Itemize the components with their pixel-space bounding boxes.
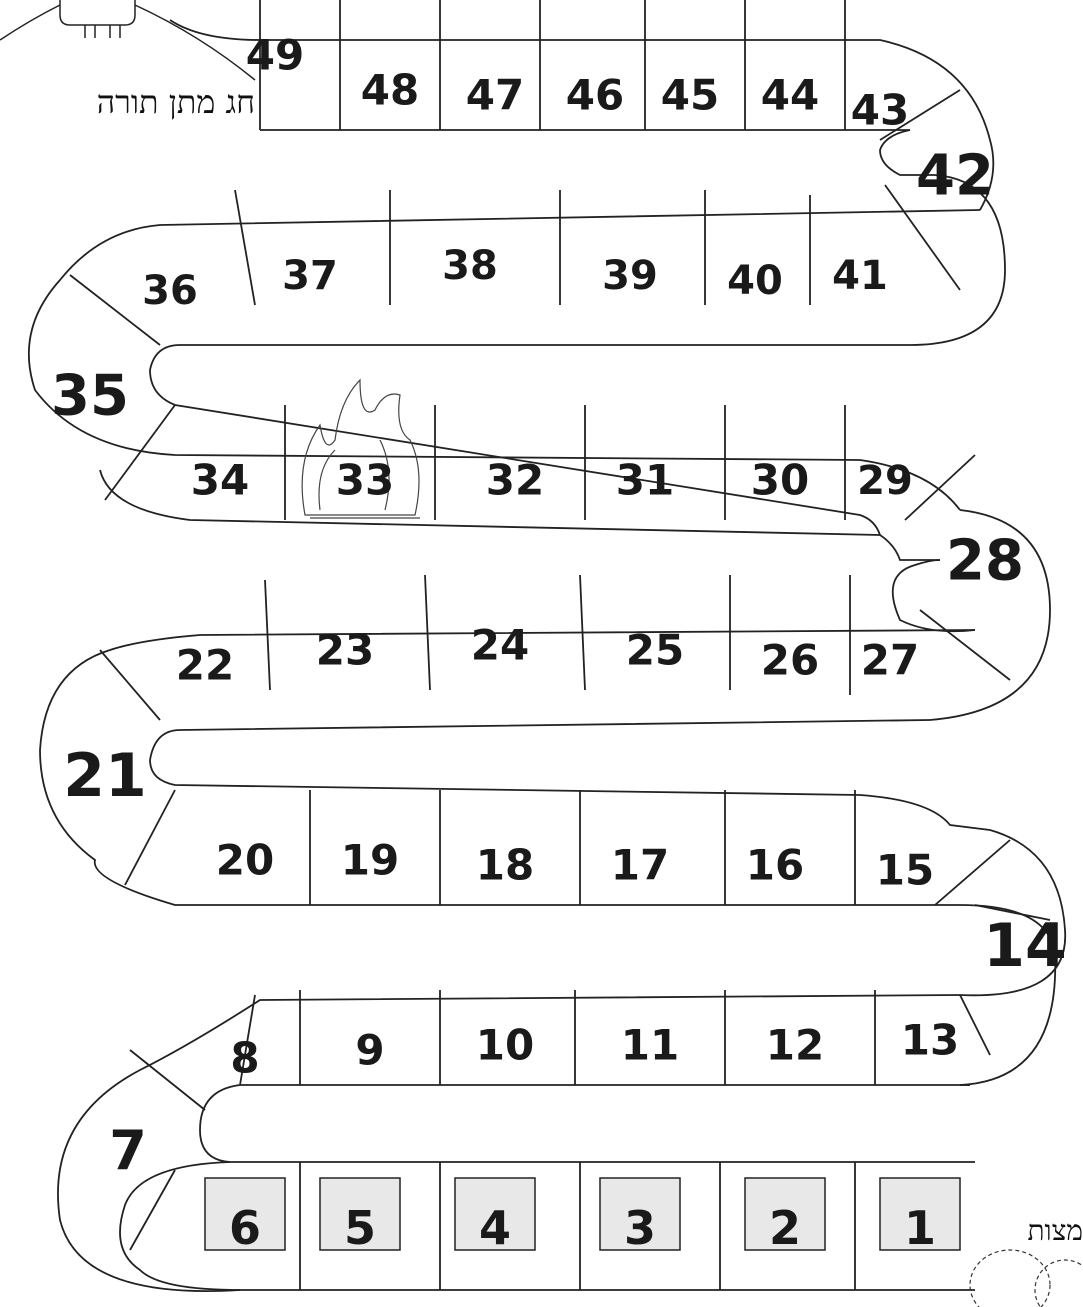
square-17: 17 xyxy=(611,841,669,890)
square-30: 30 xyxy=(751,456,809,505)
square-37: 37 xyxy=(282,253,338,299)
square-38: 38 xyxy=(442,243,498,289)
square-8: 8 xyxy=(230,1034,259,1083)
square-29: 29 xyxy=(857,458,913,504)
square-11: 11 xyxy=(621,1021,679,1070)
square-45: 45 xyxy=(661,71,719,120)
square-13: 13 xyxy=(901,1016,959,1065)
square-3: 3 xyxy=(624,1201,656,1255)
square-43: 43 xyxy=(851,86,909,135)
square-1: 1 xyxy=(904,1201,936,1255)
square-32: 32 xyxy=(486,456,544,505)
square-10: 10 xyxy=(476,1021,534,1070)
square-24: 24 xyxy=(471,621,529,670)
square-12: 12 xyxy=(766,1021,824,1070)
square-44: 44 xyxy=(761,71,819,120)
square-42: 42 xyxy=(916,144,994,209)
square-15: 15 xyxy=(876,846,934,895)
square-49: 49 xyxy=(246,31,304,80)
square-22: 22 xyxy=(176,641,234,690)
square-16: 16 xyxy=(746,841,804,890)
square-40: 40 xyxy=(727,258,783,304)
square-27: 27 xyxy=(861,636,919,685)
square-46: 46 xyxy=(566,71,624,120)
square-20: 20 xyxy=(216,836,274,885)
square-39: 39 xyxy=(602,253,658,299)
square-19: 19 xyxy=(341,836,399,885)
square-41: 41 xyxy=(832,253,888,299)
square-33: 33 xyxy=(336,456,394,505)
square-21: 21 xyxy=(63,741,147,811)
square-35: 35 xyxy=(51,364,129,429)
square-9: 9 xyxy=(355,1026,384,1075)
square-25: 25 xyxy=(626,626,684,675)
square-36: 36 xyxy=(142,268,198,314)
square-23: 23 xyxy=(316,626,374,675)
mountain-icon xyxy=(0,0,255,80)
square-5: 5 xyxy=(344,1201,376,1255)
square-7: 7 xyxy=(109,1119,147,1182)
end-label: חג מתן תורה xyxy=(97,83,255,121)
square-48: 48 xyxy=(361,66,419,115)
square-6: 6 xyxy=(229,1201,261,1255)
matzah-boxes xyxy=(205,1178,960,1250)
square-47: 47 xyxy=(466,71,524,120)
square-34: 34 xyxy=(191,456,249,505)
square-31: 31 xyxy=(616,456,674,505)
square-4: 4 xyxy=(479,1201,511,1255)
square-2: 2 xyxy=(769,1201,801,1255)
matzah-pile-icon xyxy=(970,1250,1083,1307)
square-26: 26 xyxy=(761,636,819,685)
square-14: 14 xyxy=(983,911,1067,981)
start-label: מצות xyxy=(1027,1214,1083,1247)
square-18: 18 xyxy=(476,841,534,890)
square-28: 28 xyxy=(946,529,1024,594)
